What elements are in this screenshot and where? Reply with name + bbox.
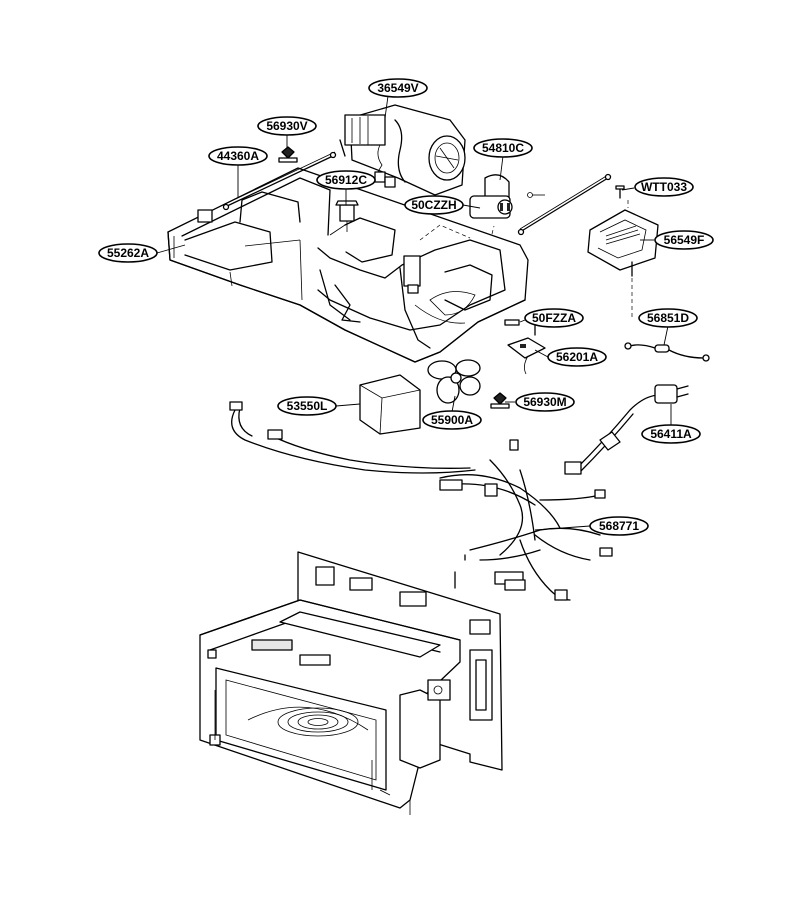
part-label-text: 56851D bbox=[647, 311, 689, 325]
part-label-text: 53550L bbox=[287, 399, 328, 413]
rod-right-drawing bbox=[517, 173, 612, 236]
part-label-text: 55900A bbox=[431, 413, 473, 427]
part-label-text: 56201A bbox=[556, 350, 598, 364]
part-label-text: 36549V bbox=[377, 81, 418, 95]
part-label-56930V: 56930V bbox=[257, 116, 317, 136]
bracket-54810C-drawing bbox=[469, 174, 545, 219]
rod-44360A-drawing bbox=[222, 151, 337, 211]
fuse-50FZZA-drawing bbox=[504, 319, 536, 336]
part-label-56851D: 56851D bbox=[638, 308, 698, 328]
part-label-text: 56912C bbox=[325, 173, 367, 187]
part-label-36549V: 36549V bbox=[368, 78, 428, 98]
transformer-56549F-drawing bbox=[587, 200, 659, 320]
screw-WTT033-drawing bbox=[615, 185, 625, 199]
part-label-56912C: 56912C bbox=[316, 170, 376, 190]
leader-lines bbox=[156, 95, 672, 531]
part-label-text: 54810C bbox=[482, 141, 524, 155]
part-label-text: 50FZZA bbox=[532, 311, 576, 325]
bracket-56912C-drawing bbox=[335, 200, 359, 232]
part-label-text: 56549F bbox=[664, 233, 705, 247]
part-label-568771: 568771 bbox=[589, 516, 649, 536]
part-label-56930M: 56930M bbox=[515, 392, 575, 412]
part-label-text: WTT033 bbox=[641, 180, 687, 194]
part-label-text: 56411A bbox=[650, 427, 692, 441]
cover-53550L-drawing bbox=[359, 374, 421, 435]
part-label-56201A: 56201A bbox=[547, 347, 607, 367]
part-label-text: 56930V bbox=[266, 119, 307, 133]
part-labels: 36549V 56930V 44360A 54810C 56912C WTT03… bbox=[98, 78, 714, 536]
part-label-54810C: 54810C bbox=[473, 138, 533, 158]
part-label-text: 50CZZH bbox=[411, 198, 456, 212]
part-label-text: 44360A bbox=[217, 149, 259, 163]
board-56201A-drawing bbox=[507, 337, 546, 375]
wire-harness-drawing bbox=[229, 401, 613, 601]
part-label-56549F: 56549F bbox=[654, 230, 714, 250]
fan-motor-drawing bbox=[339, 104, 466, 196]
part-label-56411A: 56411A bbox=[641, 424, 701, 444]
part-label-55900A: 55900A bbox=[422, 410, 482, 430]
part-label-55262A: 55262A bbox=[98, 243, 158, 263]
thermostat-56930V-drawing bbox=[278, 146, 298, 163]
part-label-50FZZA: 50FZZA bbox=[524, 308, 584, 328]
part-label-text: 568771 bbox=[599, 519, 639, 533]
part-label-50CZZH: 50CZZH bbox=[404, 195, 464, 215]
chassis-base-drawing bbox=[167, 167, 529, 363]
oven-cavity-drawing bbox=[199, 551, 503, 815]
part-label-WTT033: WTT033 bbox=[634, 177, 694, 197]
fan-blade-55900A-drawing bbox=[427, 359, 481, 404]
part-label-44360A: 44360A bbox=[208, 146, 268, 166]
thermostat-56930M-drawing bbox=[490, 392, 510, 409]
power-cord-56411A-drawing bbox=[564, 384, 689, 475]
part-label-53550L: 53550L bbox=[277, 396, 337, 416]
sensor-56851D-drawing bbox=[624, 342, 710, 362]
part-label-text: 56930M bbox=[523, 395, 566, 409]
part-label-text: 55262A bbox=[107, 246, 149, 260]
